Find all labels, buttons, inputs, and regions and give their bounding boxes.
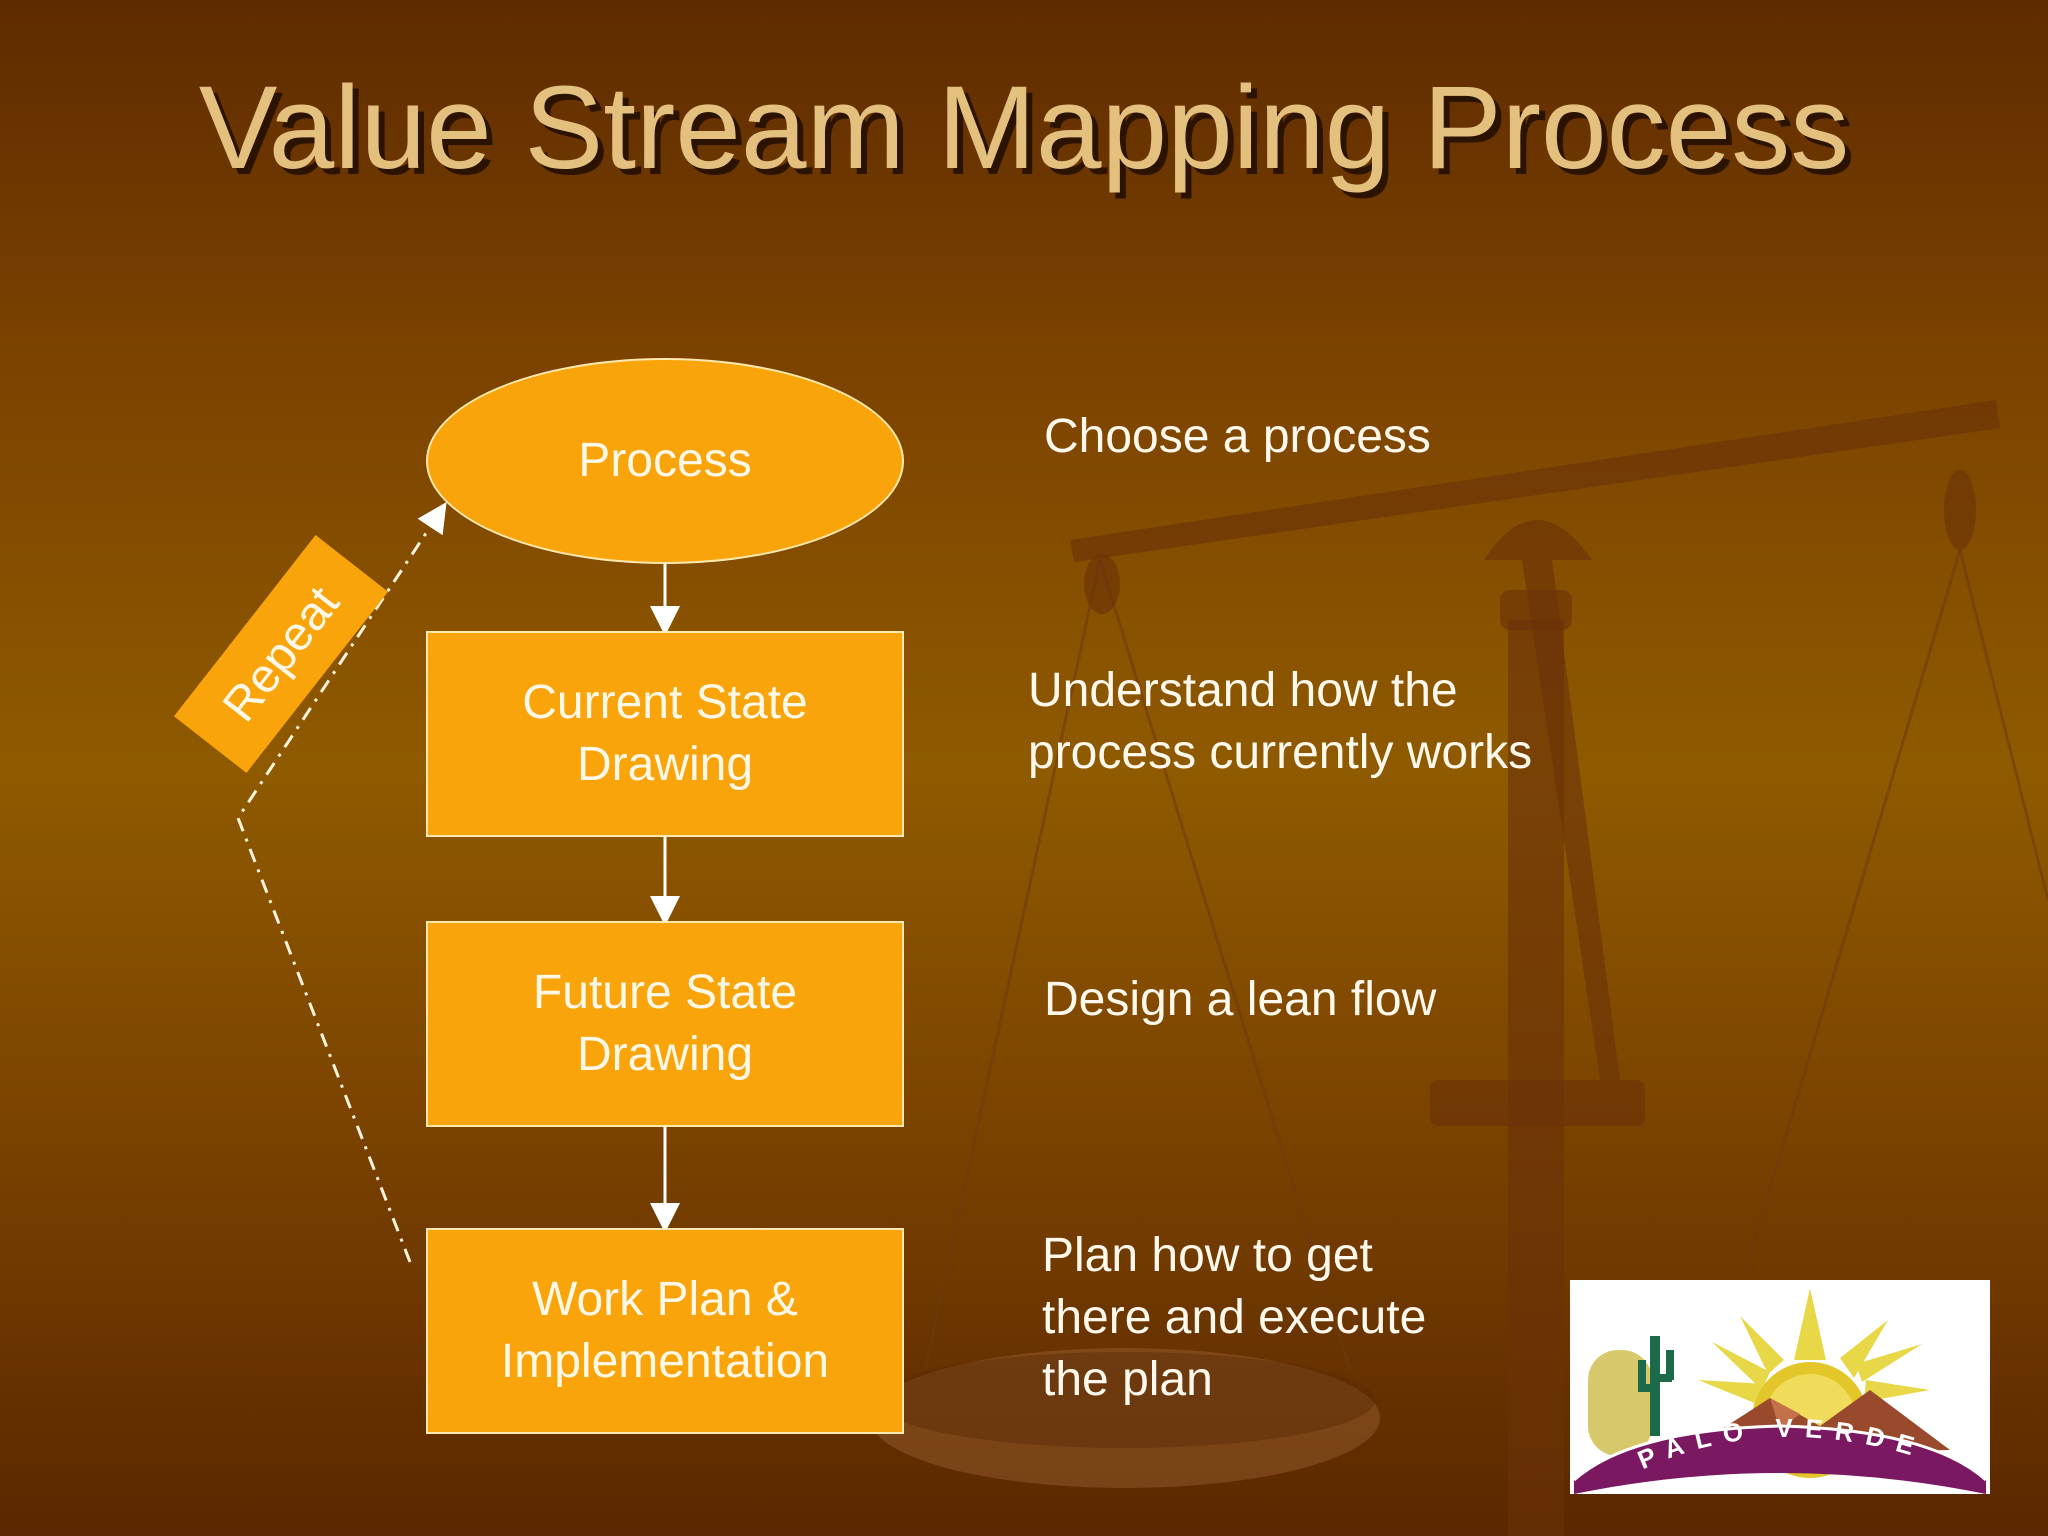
flow-node-process: Process [426, 358, 904, 564]
node-label: Drawing [576, 1028, 754, 1081]
slide-title: Value Stream Mapping Process [198, 62, 1850, 194]
node-label: Implementation [500, 1335, 830, 1388]
description-line: Plan how to get [1042, 1229, 1373, 1282]
flow-node-future-state: Future State Drawing [426, 921, 904, 1127]
description-line: Understand how the [1028, 664, 1458, 717]
description-line: Choose a process [1044, 410, 1431, 463]
node-label: Process [578, 434, 752, 487]
node-label: Future State [532, 966, 798, 1019]
description-line: the plan [1042, 1353, 1213, 1406]
step-description-4: Plan how to get there and execute the pl… [1042, 1225, 1426, 1411]
description-line: there and execute [1042, 1291, 1427, 1344]
step-description-3: Design a lean flow [1044, 969, 1436, 1031]
flow-node-current-state: Current State Drawing [426, 631, 904, 837]
description-line: Design a lean flow [1044, 973, 1437, 1026]
cactus-icon [1588, 1336, 1674, 1456]
flow-node-work-plan: Work Plan & Implementation [426, 1228, 904, 1434]
node-label: Drawing [576, 738, 754, 791]
palo-verde-logo: PALO VERDE [1570, 1280, 1990, 1494]
step-description-1: Choose a process [1044, 406, 1431, 468]
node-label: Current State [522, 676, 808, 729]
step-description-2: Understand how the process currently wor… [1028, 660, 1532, 784]
node-label: Work Plan & [532, 1273, 798, 1326]
description-line: process currently works [1028, 726, 1533, 779]
